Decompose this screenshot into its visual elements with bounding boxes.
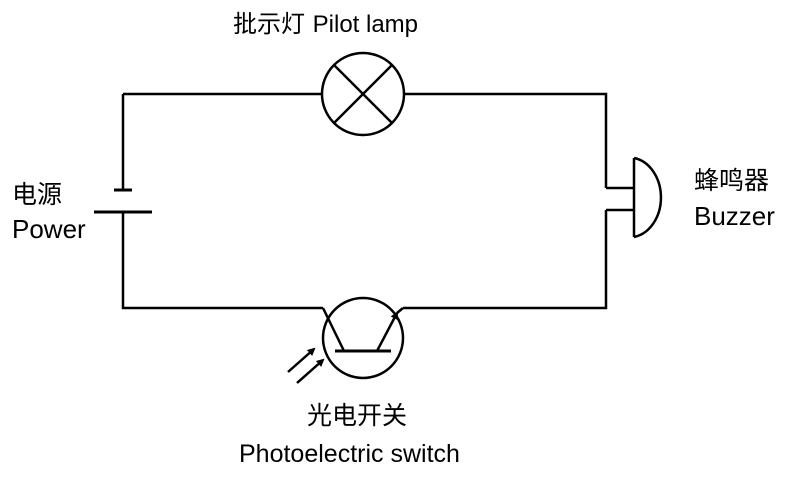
power-label-en: Power [12, 214, 86, 244]
buzzer-label-cn: 蜂鸣器 [694, 166, 770, 195]
power-label-cn: 电源 [12, 180, 63, 209]
transistor-collector [321, 307, 346, 352]
pilot-lamp-label-en: Pilot lamp [312, 11, 419, 38]
pilot-lamp-label: 批示灯 Pilot lamp [233, 12, 418, 37]
buzzer-label-en: Buzzer [694, 201, 775, 231]
power-symbol [94, 188, 152, 214]
buzzer-symbol [606, 156, 663, 239]
light-arrow-lower [296, 358, 325, 384]
pilot-lamp-symbol [320, 51, 406, 137]
photoelectric-switch-label-cn: 光电开关 [307, 401, 408, 430]
photoelectric-switch-label-en: Photoelectric switch [239, 440, 460, 468]
photoelectric-switch-symbol [321, 296, 405, 380]
wire-top-right [404, 92, 608, 188]
wire-left-lower [121, 212, 323, 310]
pilot-lamp-label-cn: 批示灯 [233, 10, 305, 38]
wire-bottom-right [403, 210, 608, 310]
light-arrows [287, 347, 325, 384]
light-arrow-upper [287, 347, 316, 373]
transistor-emitter [375, 311, 399, 352]
